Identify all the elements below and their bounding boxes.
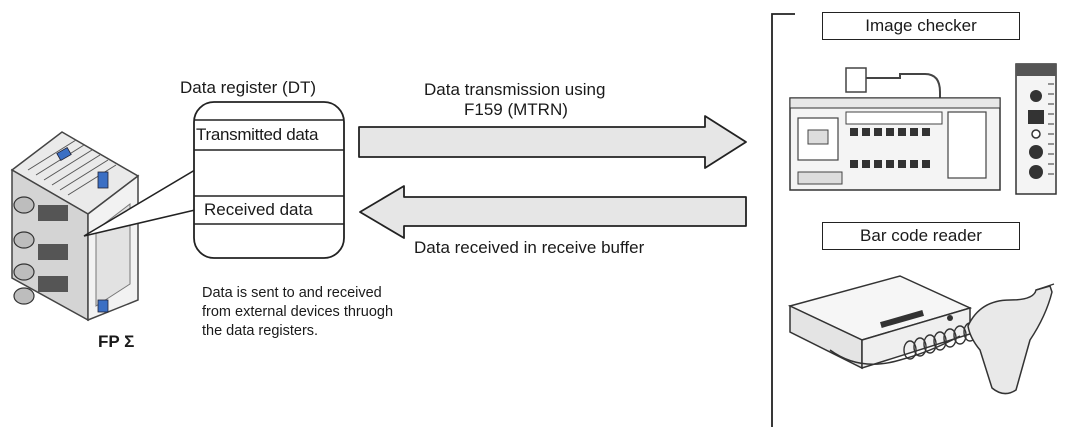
explanatory-note: Data is sent to and received from extern… [202,284,472,341]
barcode-reader-illustration [787,275,1055,395]
transmit-arrow-label-line2: F159 (MTRN) [464,100,568,119]
receive-arrow [359,185,747,239]
transmitted-data-label: Transmitted data [196,125,319,144]
receive-arrow-label: Data received in receive buffer [414,238,645,257]
received-data-label: Received data [204,200,313,219]
external-devices-bracket [771,13,795,427]
transmit-arrow-label-line1: Data transmission using [424,80,606,99]
note-line-2: from external devices thruogh [202,304,394,320]
data-register-box [193,101,345,259]
image-checker-illustration [789,63,1057,195]
note-line-1: Data is sent to and received [202,285,382,301]
transmit-arrow [358,115,747,169]
data-register-title: Data register (DT) [180,78,317,97]
plc-model-label: FP Σ [98,332,135,351]
image-checker-label: Image checker [822,12,1020,40]
barcode-reader-label: Bar code reader [822,222,1020,250]
note-line-3: the data registers. [202,323,319,339]
